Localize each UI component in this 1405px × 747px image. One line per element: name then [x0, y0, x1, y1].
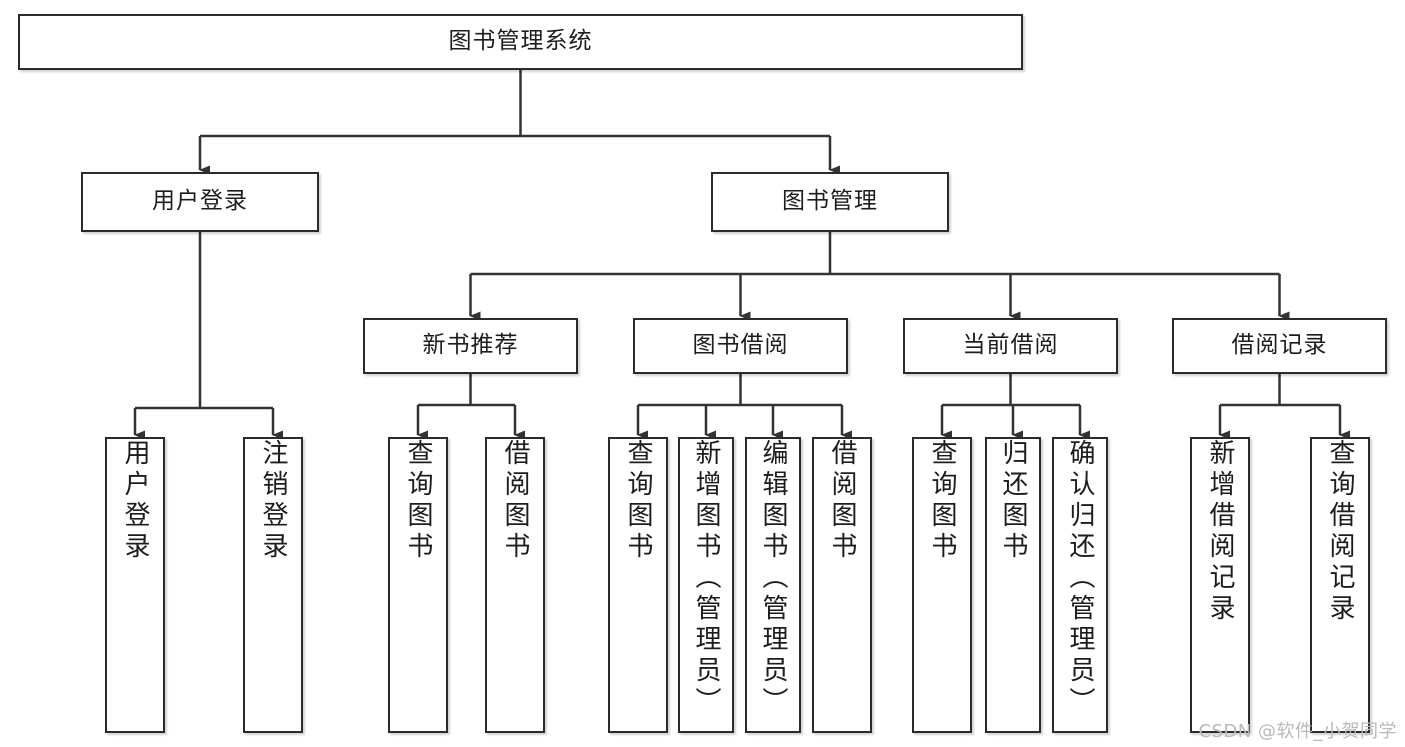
node-leaf_return[interactable]: 归还图书 [985, 437, 1041, 733]
node-label: 当前借阅 [962, 332, 1059, 359]
node-leaf_add_book[interactable]: 新增图书（管理员） [678, 437, 734, 733]
node-leaf_add_rec[interactable]: 新增借阅记录 [1190, 437, 1250, 733]
node-label: 查询图书 [403, 439, 433, 563]
node-label: 新书推荐 [422, 332, 519, 359]
node-leaf_user_login[interactable]: 用户登录 [105, 437, 165, 733]
node-label: 新增借阅记录 [1205, 439, 1235, 625]
node-label: 用户登录 [120, 439, 150, 563]
node-leaf_borrow_b1[interactable]: 借阅图书 [485, 437, 545, 733]
node-book_borrow[interactable]: 图书借阅 [633, 318, 848, 374]
edge-layer [133, 70, 1350, 440]
node-label: 借阅记录 [1231, 332, 1328, 359]
node-leaf_q_book_2[interactable]: 查询图书 [608, 437, 668, 733]
node-root[interactable]: 图书管理系统 [18, 14, 1023, 70]
node-label: 查询借阅记录 [1325, 439, 1355, 625]
node-leaf_q_book_1[interactable]: 查询图书 [388, 437, 448, 733]
node-leaf_q_rec[interactable]: 查询借阅记录 [1310, 437, 1370, 733]
node-leaf_conf_ret[interactable]: 确认归还（管理员） [1052, 437, 1108, 733]
node-user_login[interactable]: 用户登录 [81, 172, 319, 232]
node-label: 图书借阅 [692, 332, 789, 359]
node-current_borrow[interactable]: 当前借阅 [903, 318, 1118, 374]
node-label: 图书管理系统 [448, 28, 593, 55]
node-label: 确认归还（管理员） [1065, 439, 1095, 718]
node-book_manage[interactable]: 图书管理 [711, 172, 949, 232]
node-label: 新增图书（管理员） [691, 439, 721, 718]
node-label: 查询图书 [623, 439, 653, 563]
node-label: 编辑图书（管理员） [758, 439, 788, 718]
node-leaf_q_book_3[interactable]: 查询图书 [912, 437, 972, 733]
node-borrow_record[interactable]: 借阅记录 [1172, 318, 1387, 374]
node-label: 借阅图书 [500, 439, 530, 563]
csdn-watermark: CSDN @软件_小贺同学 [1198, 721, 1397, 742]
node-new_book_rec[interactable]: 新书推荐 [363, 318, 578, 374]
node-label: 归还图书 [998, 439, 1028, 563]
node-leaf_edit_book[interactable]: 编辑图书（管理员） [745, 437, 801, 733]
node-leaf_logout[interactable]: 注销登录 [243, 437, 303, 733]
node-label: 借阅图书 [827, 439, 857, 563]
node-label: 图书管理 [782, 188, 878, 215]
node-label: 注销登录 [258, 439, 288, 563]
node-leaf_borrow_b2[interactable]: 借阅图书 [812, 437, 872, 733]
node-label: 查询图书 [927, 439, 957, 563]
node-label: 用户登录 [152, 188, 248, 215]
